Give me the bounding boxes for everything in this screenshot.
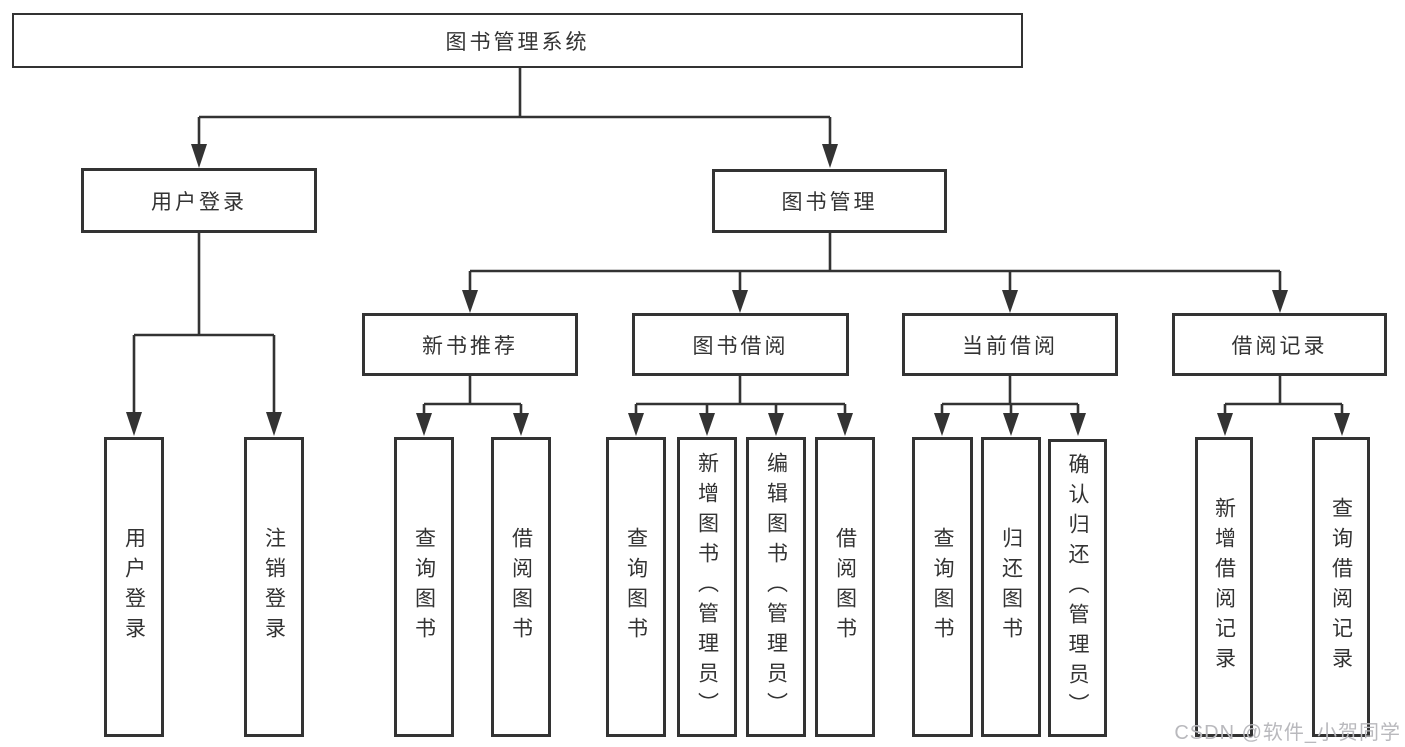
node-user-login-label: 用户登录 [151, 190, 247, 214]
node-new-book-recommend: 新书推荐 [362, 313, 578, 376]
connector-records-to-leaves [1217, 376, 1350, 436]
leaf-borrow-query-label: 查询图书 [624, 527, 648, 647]
connector-current-to-leaves [934, 376, 1086, 436]
node-borrow-records-label: 借阅记录 [1231, 334, 1328, 358]
leaf-newbooks-borrow: 借阅图书 [491, 437, 551, 737]
leaf-borrow-book-label: 借阅图书 [833, 527, 857, 647]
watermark-text: CSDN @软件_小贺同学 [1174, 722, 1401, 744]
leaf-confirm-return-label: 确认归还（管理员） [1066, 453, 1089, 723]
node-book-management-label: 图书管理 [781, 191, 878, 214]
connector-userlogin-to-leaves [126, 233, 282, 436]
leaf-current-query: 查询图书 [912, 437, 973, 737]
node-root: 图书管理系统 [12, 13, 1023, 68]
leaf-newbooks-query-label: 查询图书 [412, 527, 436, 647]
leaf-user-login: 用户登录 [104, 437, 164, 737]
node-current-borrow: 当前借阅 [902, 313, 1118, 376]
connector-newbooks-to-leaves [416, 376, 529, 436]
leaf-return-book: 归还图书 [981, 437, 1041, 737]
leaf-add-borrow-record: 新增借阅记录 [1195, 437, 1253, 737]
leaf-query-borrow-record-label: 查询借阅记录 [1329, 497, 1353, 677]
node-book-management: 图书管理 [712, 169, 947, 233]
leaf-confirm-return: 确认归还（管理员） [1048, 439, 1107, 737]
leaf-newbooks-borrow-label: 借阅图书 [509, 527, 533, 647]
leaf-user-login-label: 用户登录 [122, 527, 146, 647]
leaf-borrow-edit-book-label: 编辑图书（管理员） [764, 452, 788, 722]
node-new-book-recommend-label: 新书推荐 [422, 334, 518, 358]
leaf-borrow-edit-book: 编辑图书（管理员） [746, 437, 806, 737]
leaf-borrow-book: 借阅图书 [815, 437, 875, 737]
leaf-query-borrow-record: 查询借阅记录 [1312, 437, 1370, 737]
leaf-logout: 注销登录 [244, 437, 304, 737]
connector-root-to-level2 [191, 68, 838, 168]
leaf-return-book-label: 归还图书 [999, 527, 1023, 647]
leaf-borrow-add-book-label: 新增图书（管理员） [695, 452, 719, 722]
leaf-newbooks-query: 查询图书 [394, 437, 454, 737]
node-borrow-records: 借阅记录 [1172, 313, 1387, 376]
leaf-borrow-query: 查询图书 [606, 437, 666, 737]
node-book-borrow-label: 图书借阅 [692, 334, 789, 358]
leaf-logout-label: 注销登录 [262, 527, 286, 647]
leaf-add-borrow-record-label: 新增借阅记录 [1212, 497, 1236, 677]
leaf-current-query-label: 查询图书 [931, 527, 954, 647]
node-user-login: 用户登录 [81, 168, 317, 233]
connector-borrow-to-leaves [628, 376, 853, 436]
node-current-borrow-label: 当前借阅 [962, 334, 1058, 358]
connector-bookmgmt-to-level3 [462, 233, 1288, 313]
node-root-label: 图书管理系统 [445, 30, 590, 54]
leaf-borrow-add-book: 新增图书（管理员） [677, 437, 737, 737]
node-book-borrow: 图书借阅 [632, 313, 849, 376]
